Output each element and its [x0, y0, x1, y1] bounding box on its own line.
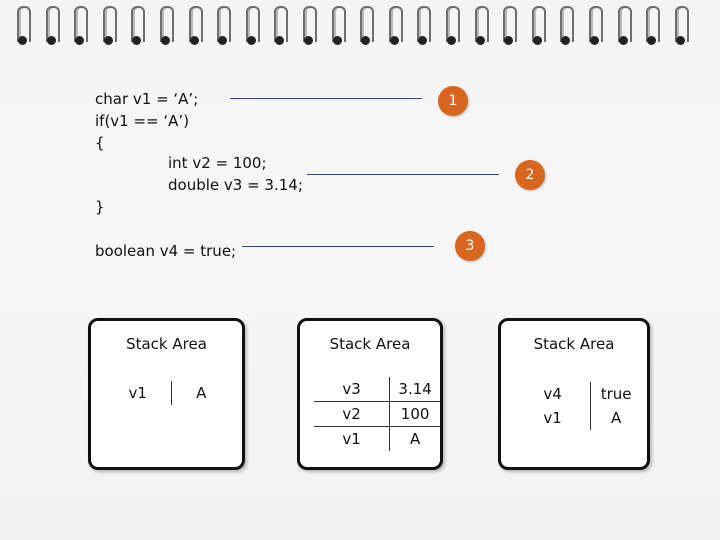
code-line-2: if(v1 == ‘A’) — [95, 110, 189, 132]
spiral-ring-icon — [130, 6, 142, 48]
spiral-ring-icon — [416, 6, 428, 48]
spiral-ring-icon — [559, 6, 571, 48]
table-row: v2 100 — [314, 402, 440, 427]
spiral-ring-icon — [674, 6, 686, 48]
leader-line-2 — [307, 174, 499, 175]
stack-variable-table: v3 3.14 v2 100 v1 A — [314, 377, 440, 451]
spiral-ring-icon — [445, 6, 457, 48]
variable-value: A — [390, 427, 440, 452]
table-row: v4 true — [515, 382, 641, 406]
spiral-ring-icon — [359, 6, 371, 48]
step-badge-2: 2 — [515, 160, 545, 190]
spiral-ring-icon — [16, 6, 28, 48]
spiral-ring-icon — [73, 6, 85, 48]
code-line-3: { — [95, 132, 105, 154]
variable-value: 100 — [390, 402, 440, 427]
variable-name: v2 — [314, 402, 390, 427]
spiral-ring-icon — [502, 6, 514, 48]
stack-variable-table: v1 A — [105, 381, 231, 405]
spiral-ring-icon — [273, 6, 285, 48]
stack-variable-table: v4 true v1 A — [515, 382, 641, 430]
step-badge-3: 3 — [455, 231, 485, 261]
spiral-ring-icon — [45, 6, 57, 48]
spiral-ring-icon — [645, 6, 657, 48]
stack-area-title: Stack Area — [91, 335, 242, 353]
stack-area-2: Stack Area v3 3.14 v2 100 v1 A — [297, 318, 443, 470]
spiral-ring-icon — [302, 6, 314, 48]
spiral-ring-icon — [102, 6, 114, 48]
table-row: v1 A — [314, 427, 440, 452]
variable-value: A — [171, 381, 231, 405]
spiral-ring-icon — [388, 6, 400, 48]
code-line-7: boolean v4 = true; — [95, 240, 236, 262]
variable-name: v1 — [515, 406, 591, 430]
stack-area-3: Stack Area v4 true v1 A — [498, 318, 650, 470]
code-line-6: } — [95, 196, 105, 218]
variable-value: 3.14 — [390, 377, 440, 402]
leader-line-1 — [230, 98, 422, 99]
spiral-ring-icon — [331, 6, 343, 48]
spiral-ring-icon — [588, 6, 600, 48]
spiral-ring-icon — [245, 6, 257, 48]
stack-area-1: Stack Area v1 A — [88, 318, 245, 470]
spiral-ring-icon — [159, 6, 171, 48]
spiral-ring-icon — [188, 6, 200, 48]
step-badge-1: 1 — [438, 86, 468, 116]
variable-value: A — [591, 406, 641, 430]
stack-area-title: Stack Area — [501, 335, 647, 353]
code-line-5: double v3 = 3.14; — [168, 174, 303, 196]
table-row: v1 A — [515, 406, 641, 430]
variable-name: v1 — [314, 427, 390, 452]
spiral-ring-icon — [617, 6, 629, 48]
leader-line-3 — [242, 246, 434, 247]
variable-value: true — [591, 382, 641, 406]
code-line-4: int v2 = 100; — [168, 152, 267, 174]
variable-name: v1 — [105, 381, 171, 405]
spiral-ring-icon — [474, 6, 486, 48]
table-row: v1 A — [105, 381, 231, 405]
spiral-ring-icon — [216, 6, 228, 48]
spiral-ring-icon — [531, 6, 543, 48]
spiral-binding — [0, 0, 720, 52]
code-line-1: char v1 = ‘A’; — [95, 88, 198, 110]
variable-name: v3 — [314, 377, 390, 402]
variable-name: v4 — [515, 382, 591, 406]
stack-area-title: Stack Area — [300, 335, 440, 353]
table-row: v3 3.14 — [314, 377, 440, 402]
